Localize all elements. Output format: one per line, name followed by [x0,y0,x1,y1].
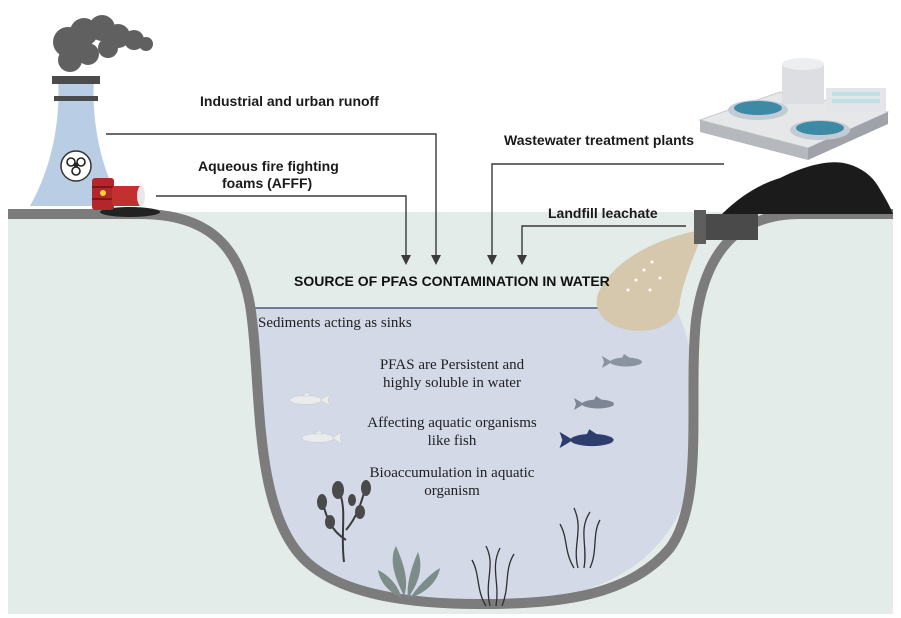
label-wastewater: Wastewater treatment plants [504,132,694,148]
cooling-tower-icon [30,15,153,206]
label-afff-line2: foams (AFFF) [222,175,312,191]
leachate-pipe-icon [694,210,758,244]
label-industrial-runoff: Industrial and urban runoff [200,93,379,109]
note-bioaccumulation-line1: Bioaccumulation in aquatic [362,464,542,482]
toxic-barrel-icon [92,178,160,217]
water-body [250,308,698,602]
note-bioaccumulation-line2: organism [362,482,542,500]
treatment-plant-icon [700,58,888,160]
note-affecting-line2: like fish [354,432,550,450]
note-affecting-line1: Affecting aquatic organisms [354,414,550,432]
diagram-title: SOURCE OF PFAS CONTAMINATION IN WATER [294,273,610,289]
label-landfill: Landfill leachate [548,205,658,221]
landfill-pile [722,162,893,214]
note-persistent-line2: highly soluble in water [362,374,542,392]
note-sediments: Sediments acting as sinks [258,314,412,332]
label-afff-line1: Aqueous fire fighting [198,158,339,174]
smoke [53,15,153,72]
note-persistent-line1: PFAS are Persistent and [362,356,542,374]
